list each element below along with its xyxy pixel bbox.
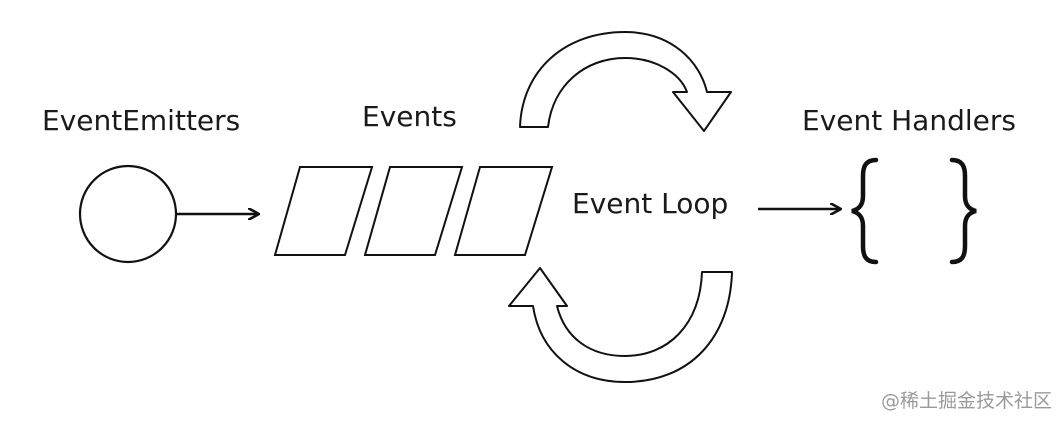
- emitters-label: EventEmitters: [42, 104, 241, 137]
- loop-top-curved-arrow: [519, 31, 732, 132]
- event-loop-label: Event Loop: [572, 187, 729, 220]
- events-label: Events: [362, 100, 457, 133]
- event-box-1: [273, 166, 374, 256]
- emitter-circle: [78, 164, 178, 264]
- watermark: @稀土掘金技术社区: [880, 390, 1052, 412]
- loop-bottom-curved-arrow: [508, 267, 733, 383]
- handler-close-brace: [949, 157, 977, 265]
- event-box-3: [453, 166, 554, 256]
- event-box-2: [363, 166, 464, 256]
- events-queue: [273, 166, 554, 256]
- handlers-label: Event Handlers: [802, 104, 1016, 137]
- handler-open-brace: [851, 157, 879, 265]
